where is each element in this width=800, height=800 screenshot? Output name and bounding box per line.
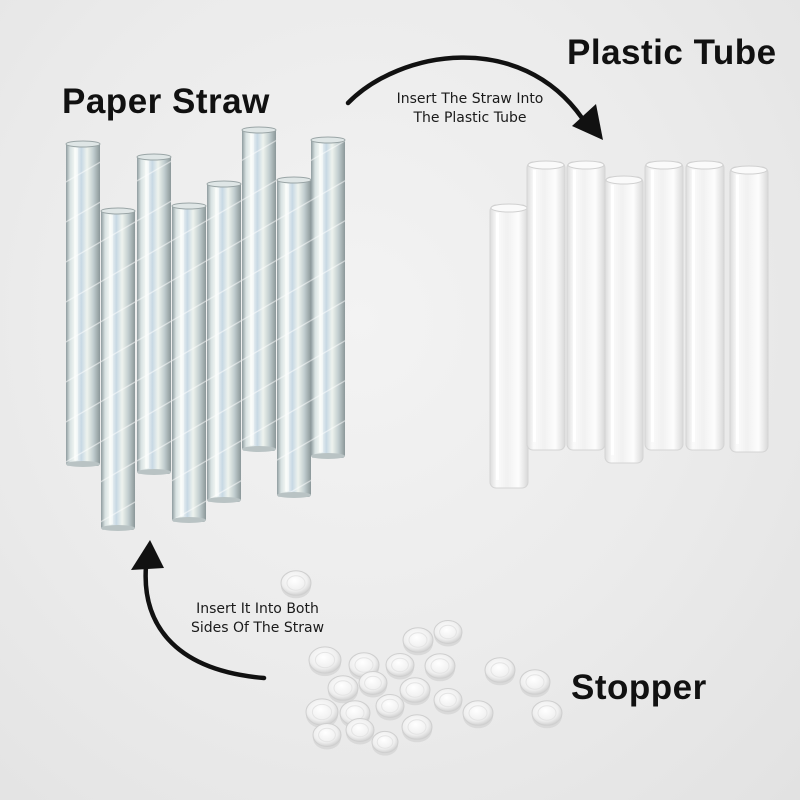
paper-straw [100, 207, 136, 531]
stopper [519, 669, 551, 698]
stopper [462, 700, 494, 729]
plastic-tube [489, 203, 529, 489]
arrow-stopper-to-straw [131, 540, 267, 681]
plastic-tube [604, 175, 644, 464]
straw-to-tube-instruction: Insert The Straw Into The Plastic Tube [380, 90, 560, 128]
stopper [327, 675, 359, 704]
paper-straw [310, 136, 346, 459]
stopper [402, 627, 434, 656]
paper-straw [171, 202, 207, 523]
straw-to-tube-line-1: Insert The Straw Into [396, 91, 544, 107]
stopper-to-straw-line-2: Sides Of The Straw [190, 620, 325, 636]
paper-straw [241, 126, 277, 452]
stopper [433, 688, 463, 715]
plastic-tube [566, 160, 606, 451]
stopper [484, 657, 516, 686]
plastic-tube-label: Plastic Tube [567, 33, 777, 72]
stopper-to-straw-instruction: Insert It Into Both Sides Of The Straw [170, 600, 345, 638]
stopper [433, 620, 463, 647]
paper-straw [276, 176, 312, 498]
plastic-tube [729, 165, 769, 453]
paper-straw [206, 180, 242, 503]
stopper-label: Stopper [571, 668, 707, 707]
paper-straws-group [65, 126, 346, 531]
stopper [305, 698, 339, 729]
stopper [375, 694, 405, 721]
plastic-tube [685, 160, 725, 451]
stoppers-group [280, 570, 563, 756]
stopper [358, 671, 388, 698]
stopper [280, 570, 312, 599]
stopper [371, 730, 399, 756]
stopper [312, 723, 342, 750]
arrow-straw-to-tube [345, 55, 603, 140]
stopper [385, 653, 415, 680]
paper-straw-label: Paper Straw [62, 82, 270, 121]
plastic-tube [526, 160, 566, 451]
paper-straw [65, 140, 101, 467]
stopper [399, 677, 431, 706]
plastic-tubes-group [489, 160, 769, 489]
plastic-tube [644, 160, 684, 451]
stopper [401, 714, 433, 743]
stopper [308, 646, 342, 677]
stopper-to-straw-line-1: Insert It Into Both [196, 601, 319, 617]
stopper [531, 700, 563, 729]
stopper [345, 718, 375, 745]
stopper [424, 653, 456, 682]
straw-to-tube-line-2: The Plastic Tube [413, 110, 527, 126]
paper-straw [136, 153, 172, 475]
